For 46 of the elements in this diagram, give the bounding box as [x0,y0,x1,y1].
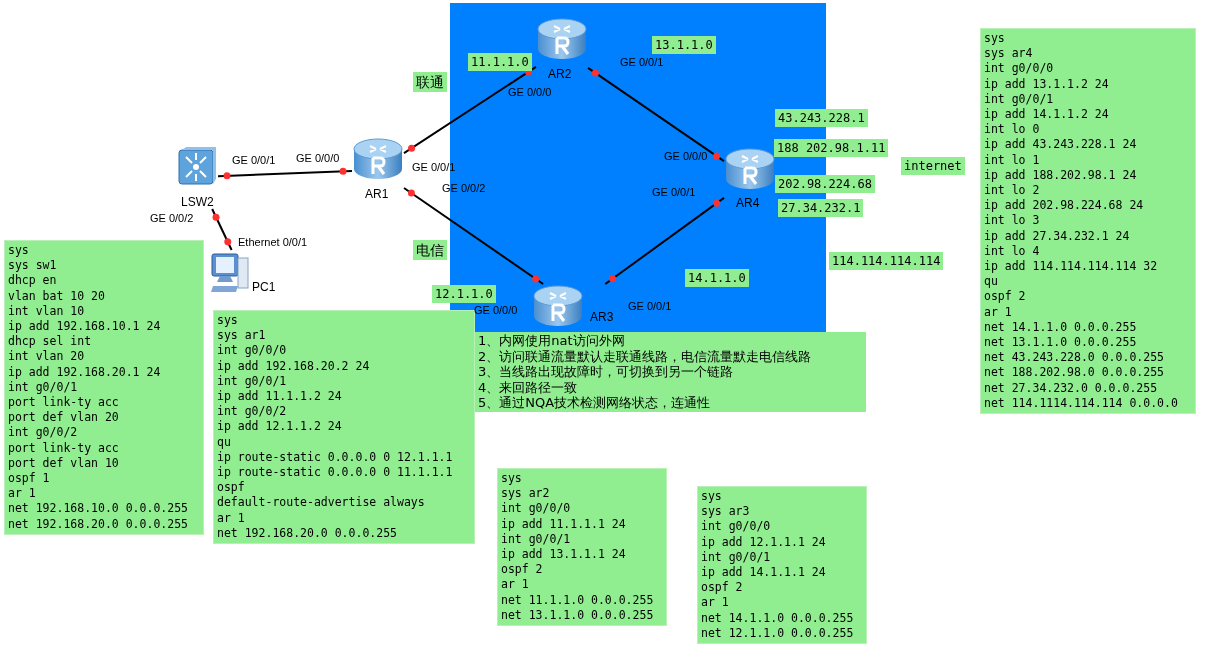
device-name: PC1 [252,280,276,294]
network-label: 13.1.1.0 [652,36,716,54]
port-label: GE 0/0/1 [652,186,696,199]
network-label: 43.243.228.1 [775,109,868,127]
device-name: AR1 [365,187,389,201]
config-note: sys sys ar2 int g0/0/0 ip add 11.1.1.1 24 int g0/0/1 ip add 13.1.1.1 24 ospf 2 ar 1 net 11.1.1.0 0.0.0.255 net 13.1.1.0 0.0.0.255 [497,468,667,627]
requirement-item: 5、通过NQA技术检测网络状态，连通性 [478,395,712,411]
port-label: GE 0/0/2 [442,182,486,195]
network-label: 27.34.232.1 [778,199,864,217]
network-link [604,196,725,285]
port-label: GE 0/0/1 [620,56,664,69]
port-label: GE 0/0/0 [296,152,340,165]
network-label: 114.114.114.114 [829,252,944,270]
network-label: 12.1.1.0 [432,285,496,303]
device-name: AR3 [590,310,614,324]
isp-label: 联通 [413,72,447,92]
config-note: sys sys ar4 int g0/0/0 ip add 13.1.1.2 24 int g0/0/1 ip add 14.1.1.2 24 int lo 0 ip add 43.243.228.1 24 int lo 1 ip add 188.202.98.1 24 int lo 2 ip add 202.98.224.68 24 int lo 3 ip add 27.34.232.1 24 int lo 4 ip add 114.114.114.114 32 qu ospf 2 ar 1 net 14.1.1.0 0.0.0.255 net 13.1.1.0 0.0.0.255 net 43.243.228.0 0.0.0.255 net 188.202.98.0 0.0.0.255 net 27.34.232.0 0.0.0.255 net 114.1114.114.114 0.0.0.0 [980,28,1196,415]
port-label: Ethernet 0/0/1 [238,236,308,249]
config-note: sys sys ar1 int g0/0/0 ip add 192.168.20.2 24 int g0/0/1 ip add 11.1.1.2 24 int g0/0/2 ip add 12.1.1.2 24 qu ip route-static 0.0.0.0 0 12.1.1.1 ip route-static 0.0.0.0 0 11.1.1.1 ospf default-route-advertise always ar 1 net 192.168.20.0 0.0.0.255 [213,310,475,545]
port-label: GE 0/0/0 [474,304,518,317]
requirement-item: 3、当线路出现故障时，可切换到另一个链路 [478,364,735,380]
config-note: sys sys ar3 int g0/0/0 ip add 12.1.1.1 24 int g0/0/1 ip add 14.1.1.1 24 ospf 2 ar 1 net 14.1.1.0 0.0.0.255 net 12.1.1.0 0.0.0.255 [697,486,867,645]
port-label: GE 0/0/2 [150,212,194,225]
port-label: GE 0/0/0 [508,86,552,99]
device-name: AR4 [736,196,760,210]
network-label: 14.1.1.0 [685,269,749,287]
network-link [211,208,233,251]
port-label: GE 0/0/1 [628,300,672,313]
requirement-item: 1、内网使用nat访问外网 [478,333,626,349]
device-name: AR2 [548,67,572,81]
config-note: sys sys sw1 dhcp en vlan bat 10 20 int vlan 10 ip add 192.168.10.1 24 dhcp sel int int vlan 20 ip add 192.168.20.1 24 int g0/0/1 port link-ty acc port def vlan 20 int g0/0/2 port link-ty acc port def vlan 10 ospf 1 ar 1 net 192.168.10.0 0.0.0.255 net 192.168.20.0 0.0.0.255 [4,240,204,535]
requirements-note [475,332,866,412]
network-label: 188 202.98.1.11 [774,139,889,157]
network-label: 11.1.1.0 [468,53,532,71]
port-label: GE 0/0/1 [232,154,276,167]
requirement-item: 2、访问联通流量默认走联通线路，电信流量默走电信线路 [478,348,813,364]
port-label: GE 0/0/0 [664,150,708,163]
network-label: 202.98.224.68 [775,175,875,193]
device-name: LSW2 [181,195,214,209]
network-link [587,66,725,163]
network-link [403,65,537,155]
network-link [403,186,545,285]
isp-label: 电信 [413,240,447,260]
network-link [217,170,353,178]
network-label: internet [901,157,965,175]
requirement-item: 4、来回路径一致 [478,379,579,395]
